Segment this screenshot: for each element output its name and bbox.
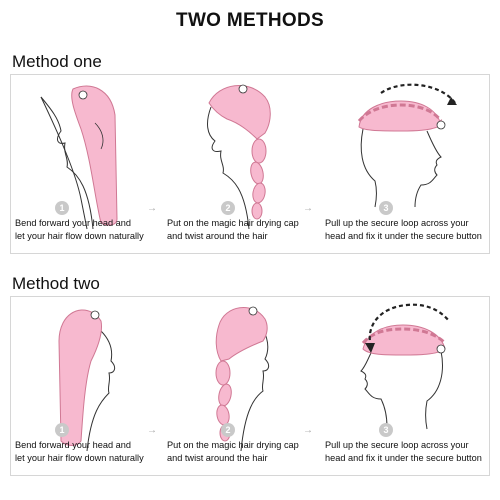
step-arrow: → — [303, 203, 313, 214]
bend-forward-illustration — [40, 85, 118, 230]
method-two-label: Method two — [12, 274, 100, 293]
method-two-panel: 1 Bend forward your head and let your ha… — [10, 296, 490, 476]
twist-hair-illustration — [207, 84, 271, 230]
step-one-caption-line1: Bend forward your head and — [15, 218, 131, 228]
step-one-number: 1 — [55, 423, 69, 437]
step-three-caption-line2: head and fix it under the secure button — [325, 231, 482, 241]
step-two-number: 2 — [221, 423, 235, 437]
secure-loop-illustration — [357, 83, 457, 208]
method-one-label: Method one — [12, 52, 102, 71]
twist-hair-illustration — [215, 306, 270, 452]
step-two-caption-line2: and twist around the hair — [167, 453, 268, 463]
step-one-caption-line2: let your hair flow down naturally — [15, 231, 144, 241]
secure-loop-illustration — [360, 303, 450, 430]
step-three-number: 3 — [379, 423, 393, 437]
step-two-number: 2 — [221, 201, 235, 215]
step-arrow: → — [303, 425, 313, 436]
step-arrow: → — [147, 203, 157, 214]
step-three-caption-line1: Pull up the secure loop across your — [325, 440, 469, 450]
page-title: TWO METHODS — [176, 10, 324, 31]
step-two-caption-line2: and twist around the hair — [167, 231, 268, 241]
step-one-caption-line1: Bend forward your head and — [15, 440, 131, 450]
bend-forward-illustration — [58, 309, 116, 452]
step-three-number: 3 — [379, 201, 393, 215]
step-two-caption-line1: Put on the magic hair drying cap — [167, 440, 299, 450]
step-one-number: 1 — [55, 201, 69, 215]
step-three-caption-line1: Pull up the secure loop across your — [325, 218, 469, 228]
step-one-caption-line2: let your hair flow down naturally — [15, 453, 144, 463]
method-one-panel: 1 Bend forward your head and let your ha… — [10, 74, 490, 254]
step-two-caption-line1: Put on the magic hair drying cap — [167, 218, 299, 228]
step-three-caption-line2: head and fix it under the secure button — [325, 453, 482, 463]
step-arrow: → — [147, 425, 157, 436]
